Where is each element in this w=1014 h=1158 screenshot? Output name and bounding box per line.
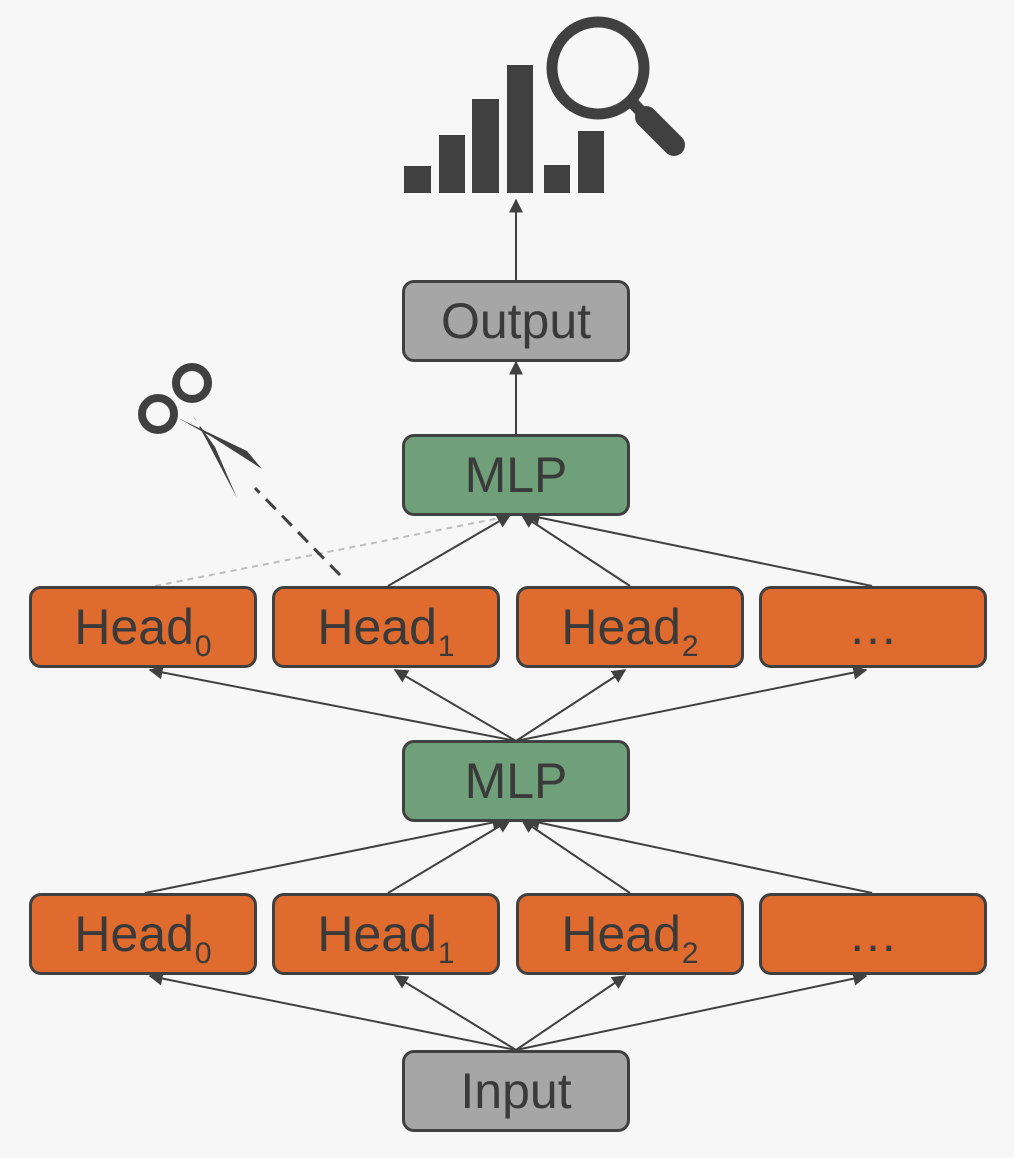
output-label: Output	[440, 293, 592, 349]
edge-mlp-to-upper-head-3	[515, 665, 868, 742]
lower-head-1: Head1	[272, 893, 500, 975]
edge-upper-head-2-to-mlp	[520, 514, 631, 587]
lower-mlp-node: MLP	[402, 740, 630, 822]
lower-head-0: Head0	[29, 893, 257, 975]
lower-head-2: Head2	[516, 893, 744, 975]
upper-head-1-label: Head1	[317, 599, 455, 663]
lower-mlp-label: MLP	[464, 753, 568, 809]
bar-chart-icon	[404, 65, 604, 193]
edge-input-to-lower-head-3	[515, 971, 868, 1051]
edge-input-to-lower-head-2	[515, 975, 627, 1051]
lower-head-0-label: Head0	[74, 906, 212, 970]
lower-head-2-label: Head2	[561, 906, 699, 970]
upper-mlp-label: MLP	[464, 447, 568, 503]
edge-input-to-lower-head-0	[148, 971, 517, 1051]
lower-head-1-label: Head1	[317, 906, 455, 970]
upper-mlp-node: MLP	[402, 434, 630, 516]
edge-mlp-to-upper-head-1	[393, 669, 517, 742]
upper-head-ellipsis: …	[759, 586, 987, 668]
edge-pruned-head-0-to-mlp	[154, 517, 501, 587]
edge-lower-head-2-to-mlp	[520, 819, 631, 894]
edge-lower-head-0-to-mlp	[144, 815, 507, 894]
input-label: Input	[460, 1063, 572, 1119]
upper-head-0-label: Head0	[74, 599, 212, 663]
cut-dashed-line	[253, 486, 342, 577]
upper-head-1: Head1	[272, 586, 500, 668]
upper-head-0: Head0	[29, 586, 257, 668]
edge-lower-head-1-to-mlp	[387, 819, 512, 894]
output-node: Output	[402, 280, 630, 362]
edge-upper-head-3-to-mlp	[525, 510, 873, 587]
scissors-icon	[138, 363, 262, 498]
upper-head-2: Head2	[516, 586, 744, 668]
upper-head-2-label: Head2	[561, 599, 699, 663]
edge-mlp-to-upper-head-2	[515, 669, 627, 742]
lower-head-ellipsis: …	[759, 893, 987, 975]
input-node: Input	[402, 1050, 630, 1132]
edge-lower-head-3-to-mlp	[525, 815, 873, 894]
lower-head-ellipsis-label: …	[848, 906, 898, 962]
edge-input-to-lower-head-1	[393, 975, 517, 1051]
edge-upper-head-1-to-mlp	[387, 514, 512, 587]
edge-mlp-to-upper-head-0	[148, 665, 517, 742]
upper-head-ellipsis-label: …	[848, 599, 898, 655]
magnifier-icon	[546, 16, 685, 156]
